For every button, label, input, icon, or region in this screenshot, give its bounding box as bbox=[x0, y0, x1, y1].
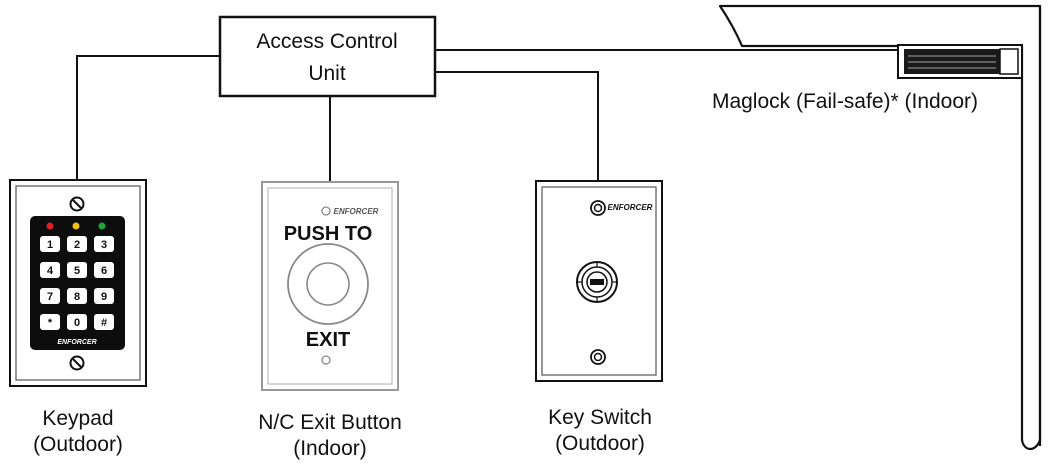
screw-hole-icon bbox=[590, 349, 606, 365]
keypad-key-label: 5 bbox=[74, 265, 80, 277]
keypad-brand: ENFORCER bbox=[57, 339, 96, 346]
door-frame bbox=[718, 4, 1042, 451]
keypad-key-label: 0 bbox=[74, 317, 80, 329]
keypad-key-label: 6 bbox=[101, 265, 107, 277]
screw-icon bbox=[69, 355, 85, 371]
keypad-key-label: * bbox=[48, 317, 53, 329]
maglock-label: Maglock (Fail-safe)* (Indoor) bbox=[711, 90, 979, 113]
keypad-key bbox=[67, 314, 87, 330]
screw-hole-icon bbox=[321, 206, 331, 216]
screw-hole-icon bbox=[590, 200, 606, 216]
keypad-key-label: 2 bbox=[74, 239, 80, 251]
access-control-unit-box bbox=[218, 15, 437, 98]
keypad-key bbox=[40, 314, 60, 330]
wire-key-switch bbox=[435, 71, 599, 181]
exit-button-brand: ENFORCER bbox=[334, 207, 379, 216]
key-cylinder-icon bbox=[576, 261, 618, 303]
keypad-led bbox=[72, 222, 80, 230]
exit-button-label: N/C Exit Button (Indoor) bbox=[258, 411, 402, 460]
keypad-label: Keypad (Outdoor) bbox=[33, 407, 123, 456]
keypad-key bbox=[40, 262, 60, 278]
key-switch: ENFORCER bbox=[535, 180, 663, 382]
keypad-key bbox=[67, 262, 87, 278]
keypad-keys: 1 2 3 4 5 6 7 8 9 * 0 # bbox=[40, 236, 114, 330]
access-control-unit-line2: Unit bbox=[308, 62, 346, 85]
maglock bbox=[897, 44, 1023, 79]
keypad-led bbox=[98, 222, 106, 230]
screw-hole-icon bbox=[321, 355, 331, 365]
access-control-unit-line1: Access Control bbox=[256, 30, 397, 53]
push-button-center bbox=[306, 262, 350, 306]
key-switch-brand: ENFORCER bbox=[608, 203, 653, 212]
screw-icon bbox=[69, 196, 85, 212]
key-switch-label: Key Switch (Outdoor) bbox=[548, 406, 652, 455]
exit-button: ENFORCER PUSH TO EXIT bbox=[261, 181, 399, 391]
keypad-key-label: 3 bbox=[101, 239, 107, 251]
keypad-key bbox=[67, 288, 87, 304]
wires bbox=[76, 49, 904, 182]
exit-button-top-text: PUSH TO bbox=[284, 223, 373, 245]
keypad-key bbox=[40, 236, 60, 252]
keypad-key-label: # bbox=[101, 317, 107, 329]
keypad-key-label: 1 bbox=[47, 239, 53, 251]
keypad-key bbox=[94, 314, 114, 330]
keypad-key bbox=[94, 288, 114, 304]
keypad-key-label: 4 bbox=[47, 265, 54, 277]
keypad-key-label: 7 bbox=[47, 291, 53, 303]
exit-button-bottom-text: EXIT bbox=[306, 329, 350, 351]
keypad: 1 2 3 4 5 6 7 8 9 * 0 # ENFORCER bbox=[9, 179, 147, 387]
keypad-key bbox=[94, 262, 114, 278]
keypad-led bbox=[46, 222, 54, 230]
keypad-key bbox=[67, 236, 87, 252]
keypad-key bbox=[94, 236, 114, 252]
keypad-key bbox=[40, 288, 60, 304]
wire-keypad bbox=[76, 55, 220, 180]
keypad-key-label: 8 bbox=[74, 291, 80, 303]
keypad-leds bbox=[46, 222, 106, 230]
keypad-key-label: 9 bbox=[101, 291, 107, 303]
